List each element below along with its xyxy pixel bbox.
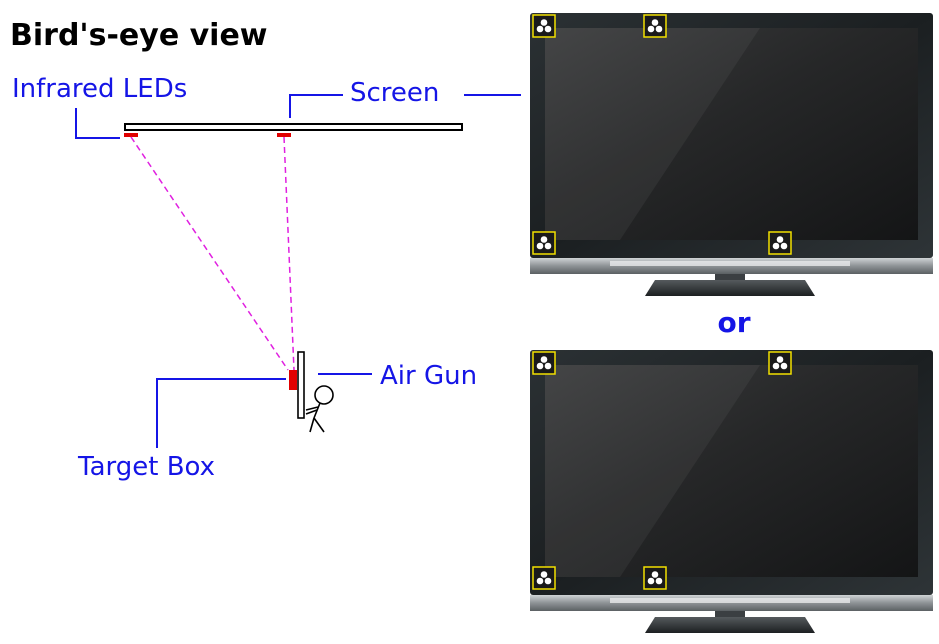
led-cluster-icon [768, 351, 792, 375]
infrared-led-center [277, 133, 291, 137]
label-screen: Screen [350, 78, 439, 108]
led-cluster-icon [643, 14, 667, 38]
led-cluster-icon [532, 566, 556, 590]
ir-beam-center [283, 136, 295, 371]
stick-figure-icon [305, 385, 334, 433]
leader-infrared-leds [75, 108, 120, 139]
led-cluster-icon [532, 351, 556, 375]
screen-topview [124, 123, 463, 131]
label-infrared-leds: Infrared LEDs [12, 74, 187, 104]
led-cluster-icon [768, 231, 792, 255]
led-cluster-icon [532, 231, 556, 255]
ir-beam-left [130, 136, 289, 371]
label-target-box: Target Box [77, 452, 215, 482]
led-cluster-icon [643, 566, 667, 590]
page-title: Bird's-eye view [10, 18, 268, 53]
air-gun-screen-plate [297, 351, 305, 419]
tv-top [530, 13, 933, 296]
leader-screen-left [289, 94, 343, 118]
tv-bottom [530, 350, 933, 633]
led-cluster-icon [532, 14, 556, 38]
label-air-gun: Air Gun [380, 361, 477, 391]
label-or: or [717, 306, 750, 339]
target-box [289, 370, 297, 390]
leader-target-box [156, 378, 286, 448]
infrared-led-left [124, 133, 138, 137]
